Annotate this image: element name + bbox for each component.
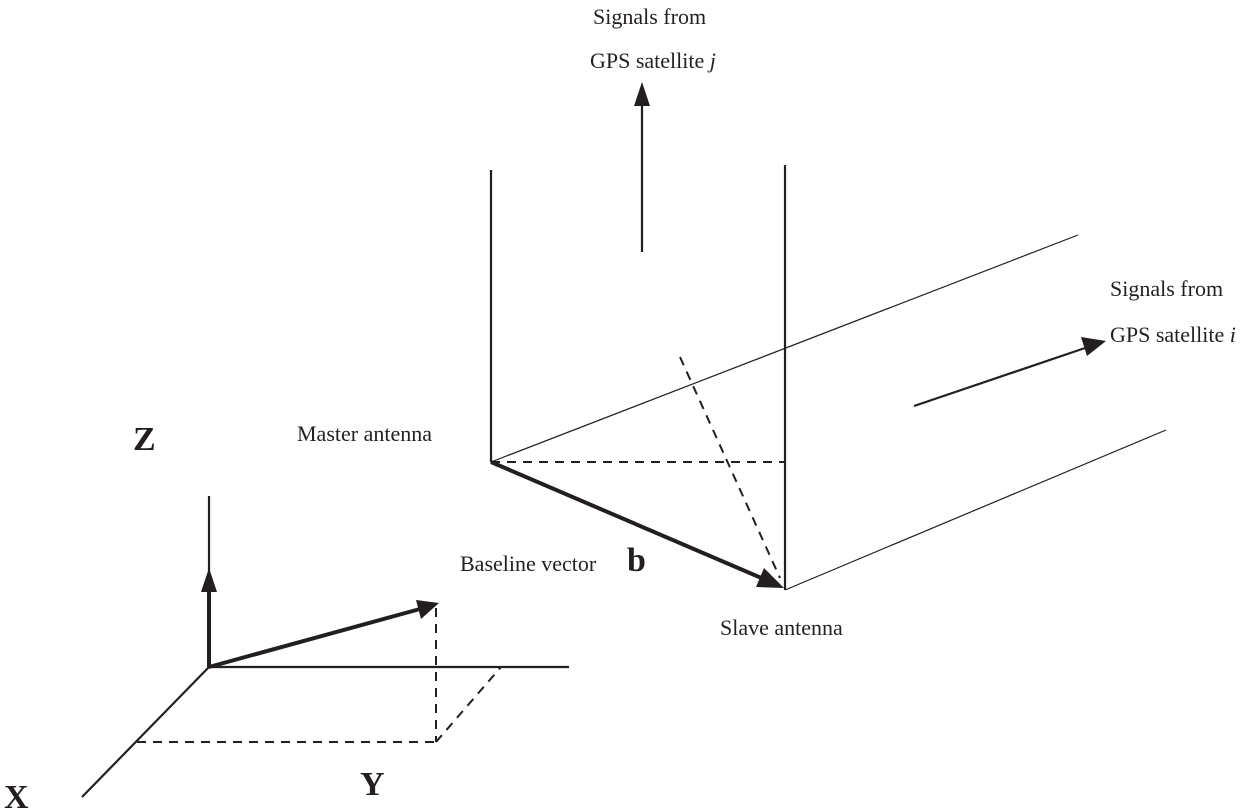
frame-vector-arrow	[208, 607, 421, 669]
baseline-vector-symbol: b	[627, 542, 646, 579]
signal-i-arrowhead	[1081, 337, 1106, 356]
slave-signal-line-i	[784, 429, 1167, 591]
baseline-vector-label: Baseline vector	[460, 551, 597, 576]
baseline-vector-arrowhead	[756, 568, 784, 588]
satellite-j-label-line1: Signals from	[593, 4, 706, 29]
signal-i-arrow	[913, 345, 1089, 408]
slave-antenna-label: Slave antenna	[720, 615, 843, 640]
perpendicular-projection-dashed-line	[679, 356, 781, 579]
satellite-i-label-line2: GPS satellite i	[1110, 322, 1236, 347]
signal-j-arrowhead	[634, 82, 650, 106]
master-signal-line-i	[490, 234, 1079, 463]
z-axis-arrowhead	[201, 568, 217, 592]
x-axis-label: X	[4, 779, 29, 811]
frame-y-projection-dashed	[435, 666, 502, 743]
y-axis-label: Y	[360, 766, 385, 803]
satellite-j-label-line2: GPS satellite j	[590, 48, 716, 73]
z-axis-label: Z	[133, 421, 156, 458]
master-antenna-label: Master antenna	[297, 421, 432, 446]
x-axis-line	[81, 666, 210, 798]
frame-vector-arrowhead	[416, 600, 439, 619]
baseline-vector-arrow	[490, 460, 767, 582]
satellite-i-label-line1: Signals from	[1110, 276, 1223, 301]
